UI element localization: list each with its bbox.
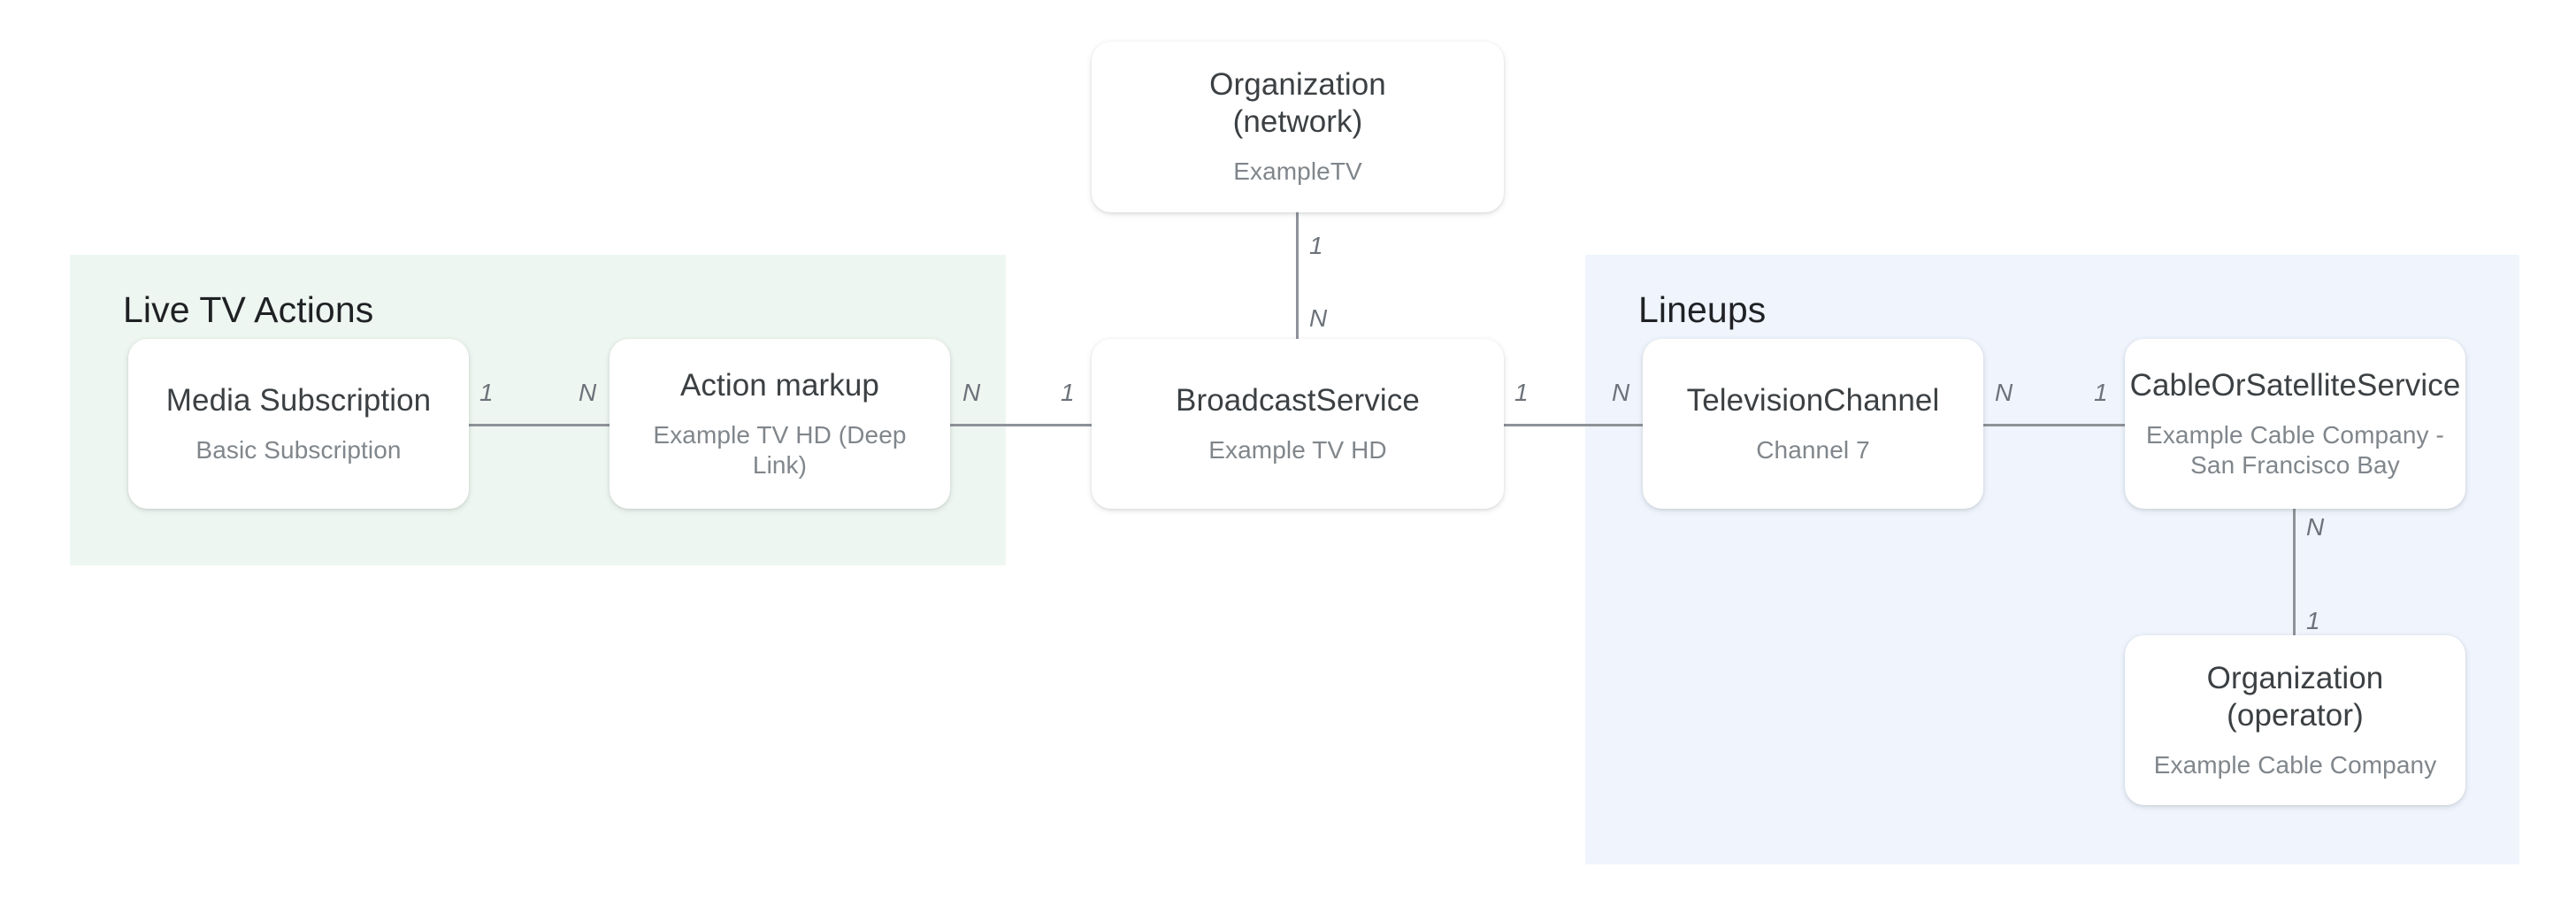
node-subtitle-organization-network: ExampleTV bbox=[1233, 157, 1362, 186]
edge-cardinality-from-television-channel-to-cable-service: N bbox=[1995, 379, 2013, 406]
edge-cardinality-to-action-markup-to-broadcast-service: 1 bbox=[1061, 379, 1075, 406]
node-subtitle-cable-or-satellite-service: Example Cable Company - San Francisco Ba… bbox=[2146, 420, 2444, 479]
node-subtitle-broadcast-service: Example TV HD bbox=[1208, 435, 1387, 464]
edge-cardinality-to-org-network-to-broadcast-service: N bbox=[1309, 304, 1328, 332]
node-subtitle-action-markup: Example TV HD (Deep Link) bbox=[653, 420, 907, 479]
node-organization-network[interactable]: Organization (network) ExampleTV bbox=[1092, 42, 1504, 212]
node-title-action-markup: Action markup bbox=[679, 367, 879, 403]
node-title-broadcast-service: BroadcastService bbox=[1176, 382, 1420, 418]
edge-action-markup-to-broadcast-service bbox=[950, 424, 1092, 426]
section-title-live-tv-actions: Live TV Actions bbox=[123, 289, 374, 330]
edge-cardinality-to-cable-service-to-org-operator: 1 bbox=[2306, 607, 2320, 634]
edge-cardinality-to-media-subscription-to-action-markup: N bbox=[579, 379, 597, 406]
node-title-media-subscription: Media Subscription bbox=[165, 382, 432, 418]
edge-cardinality-from-cable-service-to-org-operator: N bbox=[2306, 513, 2325, 541]
edge-cardinality-to-television-channel-to-cable-service: 1 bbox=[2094, 379, 2108, 406]
edge-cardinality-to-broadcast-service-to-television-channel: N bbox=[1612, 379, 1630, 406]
edge-media-subscription-to-action-markup bbox=[469, 424, 610, 426]
edge-cardinality-from-media-subscription-to-action-markup: 1 bbox=[479, 379, 494, 406]
node-subtitle-television-channel: Channel 7 bbox=[1756, 435, 1870, 464]
edge-television-channel-to-cable-service bbox=[1983, 424, 2125, 426]
node-title-cable-or-satellite-service: CableOrSatelliteService bbox=[2129, 367, 2461, 403]
edge-cable-service-to-org-operator bbox=[2293, 509, 2296, 635]
edge-cardinality-from-action-markup-to-broadcast-service: N bbox=[962, 379, 981, 406]
node-title-organization-operator: Organization (operator) bbox=[2206, 660, 2384, 733]
node-subtitle-media-subscription: Basic Subscription bbox=[196, 435, 402, 464]
node-subtitle-organization-operator: Example Cable Company bbox=[2153, 750, 2437, 779]
edge-org-network-to-broadcast-service bbox=[1296, 212, 1299, 339]
edge-cardinality-from-broadcast-service-to-television-channel: 1 bbox=[1514, 379, 1529, 406]
node-title-organization-network: Organization (network) bbox=[1209, 67, 1386, 140]
node-organization-operator[interactable]: Organization (operator) Example Cable Com… bbox=[2125, 635, 2465, 805]
edge-cardinality-from-org-network-to-broadcast-service: 1 bbox=[1309, 232, 1323, 259]
node-title-television-channel: TelevisionChannel bbox=[1686, 382, 1940, 418]
section-title-lineups: Lineups bbox=[1638, 289, 1767, 330]
edge-broadcast-service-to-television-channel bbox=[1504, 424, 1643, 426]
